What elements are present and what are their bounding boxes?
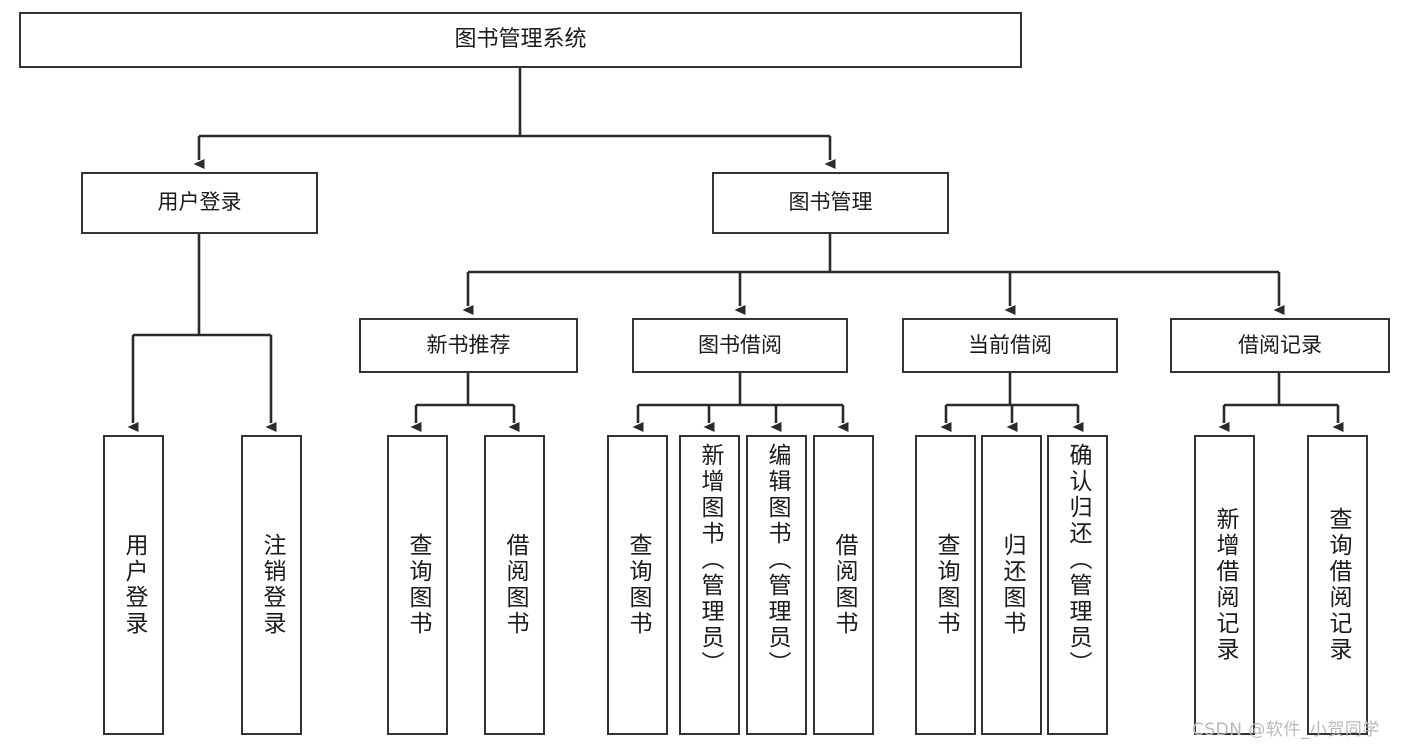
leaf-book-borrow-add-book-admin[interactable]: 新增图书（管理员） — [679, 435, 740, 735]
node-root-book-management-system[interactable]: 图书管理系统 — [19, 12, 1022, 68]
leaf-user-login-logout[interactable]: 注销登录 — [241, 435, 302, 735]
leaf-current-borrow-return-book[interactable]: 归还图书 — [981, 435, 1042, 735]
node-current-borrow-label: 当前借阅 — [968, 332, 1052, 357]
node-current-borrow[interactable]: 当前借阅 — [902, 318, 1118, 373]
leaf-label: 查询图书 — [405, 533, 431, 637]
leaf-label: 确认归还（管理员） — [1065, 443, 1091, 677]
csdn-watermark: CSDN @软件_小贺同学 — [1192, 720, 1380, 740]
leaf-borrow-record-query-record[interactable]: 查询借阅记录 — [1307, 435, 1368, 735]
leaf-label: 查询图书 — [933, 533, 959, 637]
leaf-borrow-record-add-record[interactable]: 新增借阅记录 — [1194, 435, 1255, 735]
leaf-label: 归还图书 — [999, 533, 1025, 637]
leaf-book-borrow-edit-book-admin[interactable]: 编辑图书（管理员） — [746, 435, 807, 735]
leaf-label: 新增借阅记录 — [1212, 507, 1238, 663]
leaf-label: 新增图书（管理员） — [697, 443, 723, 677]
leaf-label: 注销登录 — [259, 533, 285, 637]
node-new-book-recommend[interactable]: 新书推荐 — [359, 318, 578, 373]
leaf-label: 借阅图书 — [831, 533, 857, 637]
leaf-current-borrow-query-book[interactable]: 查询图书 — [915, 435, 976, 735]
leaf-new-book-borrow-book[interactable]: 借阅图书 — [484, 435, 545, 735]
node-book-borrow-label: 图书借阅 — [698, 332, 782, 357]
leaf-book-borrow-borrow-book[interactable]: 借阅图书 — [813, 435, 874, 735]
leaf-user-login-login[interactable]: 用户登录 — [103, 435, 164, 735]
leaf-current-borrow-confirm-return-admin[interactable]: 确认归还（管理员） — [1047, 435, 1108, 735]
node-user-login-label: 用户登录 — [157, 190, 242, 215]
leaf-label: 编辑图书（管理员） — [764, 443, 790, 677]
node-book-borrow[interactable]: 图书借阅 — [632, 318, 848, 373]
leaf-label: 查询借阅记录 — [1325, 507, 1351, 663]
node-borrow-record-label: 借阅记录 — [1238, 332, 1322, 357]
node-user-login[interactable]: 用户登录 — [81, 172, 318, 234]
leaf-book-borrow-query-book[interactable]: 查询图书 — [607, 435, 668, 735]
leaf-new-book-query-book[interactable]: 查询图书 — [387, 435, 448, 735]
leaf-label: 借阅图书 — [502, 533, 528, 637]
node-borrow-record[interactable]: 借阅记录 — [1170, 318, 1390, 373]
node-new-book-recommend-label: 新书推荐 — [426, 332, 511, 357]
leaf-label: 用户登录 — [121, 533, 147, 637]
node-root-label: 图书管理系统 — [454, 26, 587, 52]
node-book-management[interactable]: 图书管理 — [712, 172, 949, 234]
leaf-label: 查询图书 — [625, 533, 651, 637]
node-book-management-label: 图书管理 — [788, 190, 873, 215]
